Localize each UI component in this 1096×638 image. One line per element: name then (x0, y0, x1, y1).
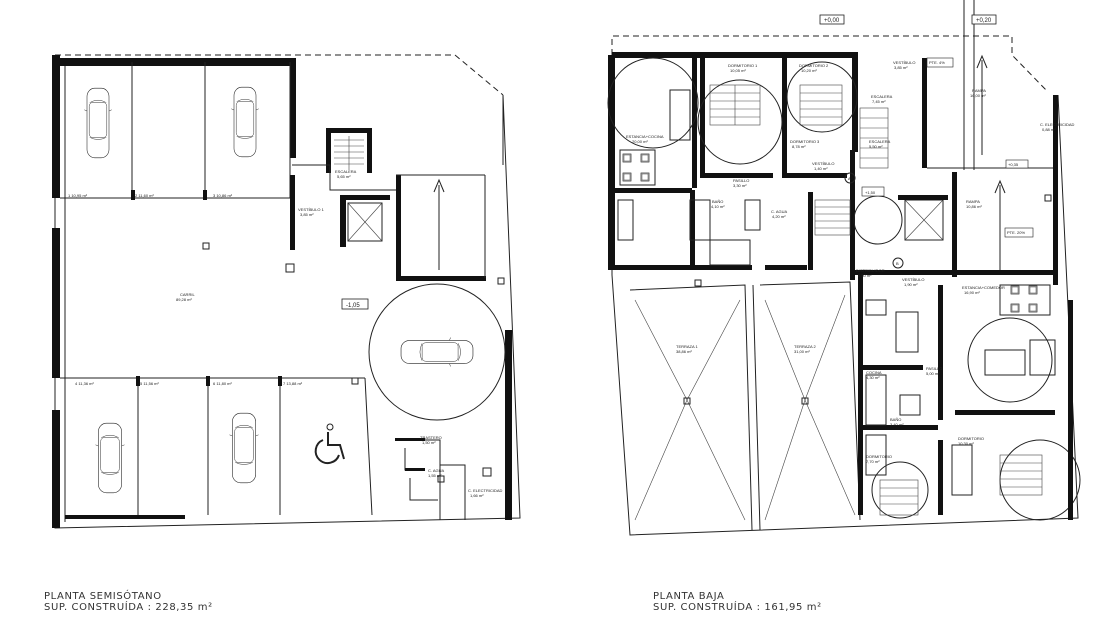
plan-baja: +0,00 +0,20 (607, 0, 1081, 536)
carril-area: 89,28 m² (176, 297, 192, 302)
plan-semisotano-title: PLANTA SEMISÓTANO SUP. CONSTRUÍDA : 228,… (44, 591, 213, 613)
slope-b: PTE. 20% (1007, 230, 1025, 235)
dormitorio-4-label: DORMITORIO (866, 454, 892, 459)
escalera-3-area: 5,50 m² (869, 144, 883, 149)
rampa-2-label: RAMPA (966, 199, 980, 204)
dormitorio-5-label: DORMITORIO (958, 436, 984, 441)
parking-4-label: 4 11,36 m² (75, 381, 94, 386)
rampa-area: 16,00 m² (970, 93, 986, 98)
vestibulo-2-label: VESTÍBULO (893, 60, 915, 65)
terraza-2-area: 31,00 m² (794, 349, 810, 354)
level-marker-left: -1,05 (346, 303, 360, 309)
dormitorio-2-area: 10,20 m² (801, 68, 817, 73)
pasillo-label: PASILLO (733, 178, 749, 183)
estancia-label: ESTANCIA+COCINA (626, 134, 664, 139)
accessibility-icon (314, 423, 345, 465)
level-marker-top2: +0,20 (976, 18, 992, 24)
cocina-label: COCINA (866, 370, 882, 375)
escalera-3-label: ESCALERA (869, 139, 891, 144)
parking-1-label: 1 10,95 m² (68, 193, 88, 198)
level-marker-ramp: +0,35 (1008, 162, 1019, 167)
trastero-area: 1,50 m² (422, 440, 436, 445)
c-agua-2-label: C. AGUA (771, 209, 788, 214)
section-mark-a: A (848, 176, 851, 181)
terraza-2-label: TERRAZA 2 (794, 344, 817, 349)
vestibulo-4-label: VESTÍBULO (902, 277, 924, 282)
parking-5-label: 5 11,56 m² (140, 381, 159, 386)
escalera-2-label: ESCALERA (871, 94, 893, 99)
cocina-area: 4,30 m² (866, 375, 880, 380)
trastero-label: TRASTERO (420, 435, 442, 440)
dormitorio-2-label: DORMITORIO 2 (799, 63, 829, 68)
vestibulo-area: 3,85 m² (300, 212, 314, 217)
vestibulo-2-area: 3,85 m² (894, 65, 908, 70)
vestibulo-4-area: 1,90 m² (904, 282, 918, 287)
dormitorio-5-area: 10,30 m² (958, 441, 974, 446)
c-electricidad-2-label: C. ELECTRICIDAD (1040, 122, 1075, 127)
carril-label: CARRIL (180, 292, 195, 297)
parking-2-label: 2 11,60 m² (135, 193, 154, 198)
estancia-comedor-label: ESTANCIA+COMEDOR (962, 285, 1005, 290)
bano-area: 4,10 m² (711, 204, 725, 209)
plan-semisotano-area: SUP. CONSTRUÍDA : 228,35 m² (44, 602, 213, 613)
distribuidor-area: 2,50 m² (858, 273, 872, 278)
pasillo-area: 3,30 m² (733, 183, 747, 188)
distribuidor-label: DISTRIBUIDOR (856, 268, 885, 273)
level-marker-top: +0,00 (824, 18, 840, 24)
bano-label: BAÑO (712, 199, 723, 204)
terraza-1-label: TERRAZA 1 (676, 344, 699, 349)
dormitorio-1-area: 10,05 m² (730, 68, 746, 73)
c-agua-label: C. AGUA (428, 468, 445, 473)
c-electricidad-area: 1,66 m² (470, 493, 484, 498)
escalera-label: ESCALERA (335, 169, 357, 174)
plan-semisotano: 1 10,95 m² 2 11,60 m² 3 10,86 m² 4 11,36… (52, 54, 521, 529)
terraza-1-area: 38,86 m² (676, 349, 692, 354)
parking-7-label: 7 13,88 m² (283, 381, 303, 386)
c-electricidad-label: C. ELECTRICIDAD (468, 488, 503, 493)
vestibulo-3-label: VESTÍBULO (812, 161, 834, 166)
plan-semisotano-name: PLANTA SEMISÓTANO (44, 591, 162, 602)
parking-3-label: 3 10,86 m² (213, 193, 233, 198)
pasillo-2-label: PASILLO (926, 366, 942, 371)
bano-2-area: 3,40 m² (890, 422, 904, 427)
level-marker-mid: +1,50 (865, 190, 876, 195)
slope-a: PTE. 4% (929, 60, 945, 65)
dormitorio-3-label: DORMITORIO 3 (790, 139, 820, 144)
plan-baja-area: SUP. CONSTRUÍDA : 161,95 m² (653, 602, 822, 613)
c-agua-area: 1,55 m² (428, 473, 442, 478)
pasillo-2-area: 5,00 m² (926, 371, 940, 376)
dormitorio-3-area: 8,78 m² (792, 144, 806, 149)
c-electricidad-2-area: 0,88 m² (1042, 127, 1056, 132)
c-agua-2-area: 4,20 m² (772, 214, 786, 219)
vestibulo-label: VESTÍBULO 1 (298, 207, 325, 212)
estancia-area: 20,00 m² (632, 139, 648, 144)
rampa-2-area: 10,86 m² (966, 204, 982, 209)
bano-2-label: BAÑO (890, 417, 901, 422)
vestibulo-3-area: 1,40 m² (814, 166, 828, 171)
estancia-comedor-area: 16,90 m² (964, 290, 980, 295)
escalera-2-area: 7,45 m² (872, 99, 886, 104)
section-mark-b: B (896, 261, 899, 266)
dormitorio-4-area: 7,70 m² (866, 459, 880, 464)
dormitorio-1-label: DORMITORIO 1 (728, 63, 758, 68)
parking-6-label: 6 11,80 m² (213, 381, 232, 386)
rampa-label: RAMPA (972, 88, 986, 93)
plan-baja-title: PLANTA BAJA SUP. CONSTRUÍDA : 161,95 m² (653, 591, 822, 613)
escalera-area: 5,65 m² (337, 174, 351, 179)
plan-baja-name: PLANTA BAJA (653, 591, 725, 602)
